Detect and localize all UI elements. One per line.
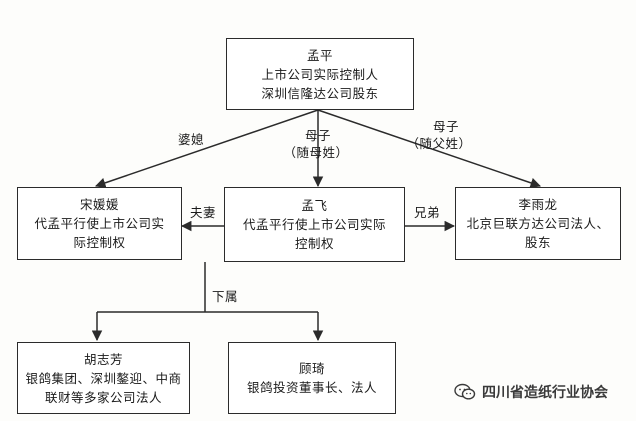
node-name: 李雨龙: [518, 197, 558, 212]
node-guqi: 顾琦 银鸽投资董事长、法人: [228, 342, 396, 414]
label-subordinate: 下属: [212, 289, 239, 304]
label-mother-son-1-note: （随母姓）: [283, 145, 349, 160]
label-brothers: 兄弟: [414, 205, 441, 220]
label-mother-son-2-note: （随父姓）: [406, 136, 472, 151]
node-name: 胡志芳: [83, 351, 123, 367]
node-huzhifang: 胡志芳 银鸽集团、深圳鏊迎、中商 联财等多家公司法人: [17, 342, 190, 414]
node-role: 代孟平行使上市公司实际: [242, 217, 386, 232]
node-mengping: 孟平 上市公司实际控制人 深圳信隆达公司股东: [226, 38, 414, 110]
label-mother-son-2: 母子 （随父姓）: [406, 118, 471, 152]
node-name: 孟平: [306, 47, 333, 63]
node-mengfei: 孟飞 代孟平行使上市公司实际 控制权: [224, 187, 405, 262]
node-role: 北京巨联方达公司法人、: [466, 216, 610, 231]
watermark: 四川省造纸行业协会: [454, 382, 608, 402]
node-name: 孟飞: [301, 198, 328, 213]
node-role: 深圳信隆达公司股东: [261, 85, 379, 101]
node-role: 际控制权: [73, 235, 126, 250]
node-songyuanyuan: 宋媛媛 代孟平行使上市公司实 际控制权: [17, 187, 182, 260]
edge-mengping-liyulong: [317, 109, 541, 188]
watermark-text: 四川省造纸行业协会: [482, 385, 608, 401]
label-mother-son-2-text: 母子: [432, 119, 459, 134]
label-mother-son-1: 母子 （随母姓）: [283, 127, 348, 161]
node-name: 顾琦: [298, 361, 325, 376]
label-mother-son-1-text: 母子: [304, 128, 331, 143]
node-role: 上市公司实际控制人: [261, 66, 379, 82]
label-spouse: 夫妻: [190, 205, 217, 220]
node-role: 代孟平行使上市公司实: [34, 216, 165, 231]
node-role: 控制权: [294, 236, 334, 251]
node-role: 银鸽投资董事长、法人: [246, 380, 377, 395]
label-in-law: 婆媳: [178, 132, 205, 147]
node-liyulong: 李雨龙 北京巨联方达公司法人、 股东: [455, 187, 621, 260]
edge-mengping-songyuanyuan: [95, 109, 319, 188]
node-role: 联财等多家公司法人: [44, 389, 162, 405]
node-role: 银鸽集团、深圳鏊迎、中商: [25, 370, 182, 386]
node-role: 股东: [524, 235, 551, 250]
wechat-icon: [454, 383, 476, 400]
node-name: 宋媛媛: [79, 197, 119, 212]
